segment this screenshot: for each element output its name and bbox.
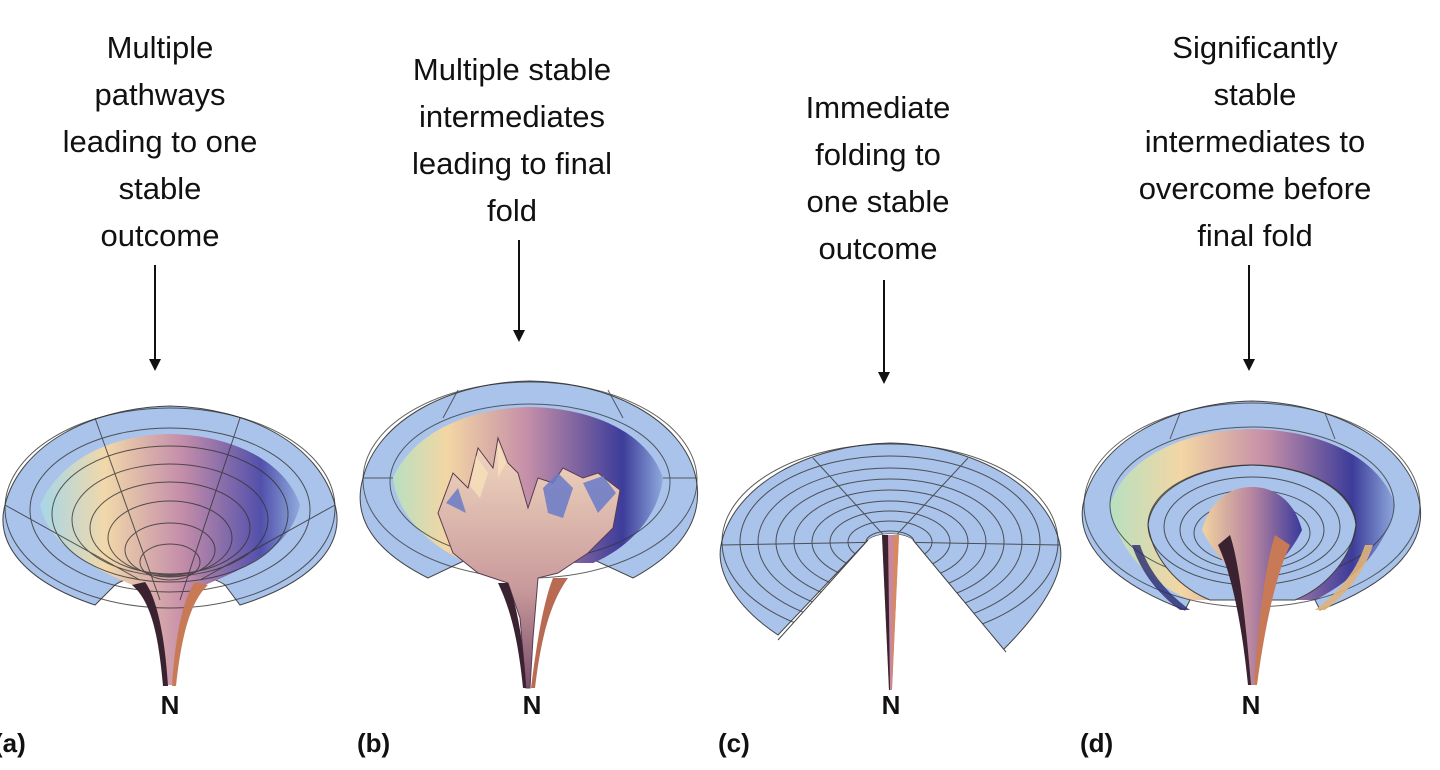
caption-c: Immediate folding to one stable outcome xyxy=(805,90,951,266)
caption-b: Multiple stable intermediates leading to… xyxy=(412,52,612,228)
arrow-a xyxy=(149,265,161,371)
arrow-b xyxy=(513,240,525,342)
funnel-b xyxy=(359,380,699,689)
arrow-c xyxy=(878,280,890,384)
arrow-d xyxy=(1243,265,1255,371)
native-state-label-b: N xyxy=(522,690,542,720)
caption-a: Multiple pathways leading to one stable … xyxy=(62,30,258,253)
panel-label-c: (c) xyxy=(718,728,750,758)
panel-label-a: (a) xyxy=(0,728,26,758)
caption-d: Significantly stable intermediates to ov… xyxy=(1138,30,1372,253)
native-state-label-a: N xyxy=(160,690,180,720)
funnel-a xyxy=(2,405,338,686)
native-state-label-d: N xyxy=(1241,690,1261,720)
panel-label-b: (b) xyxy=(357,728,391,758)
panel-label-d: (d) xyxy=(1080,728,1114,758)
funnel-d xyxy=(1081,400,1422,685)
funnel-c xyxy=(719,442,1062,690)
native-state-label-c: N xyxy=(881,690,901,720)
